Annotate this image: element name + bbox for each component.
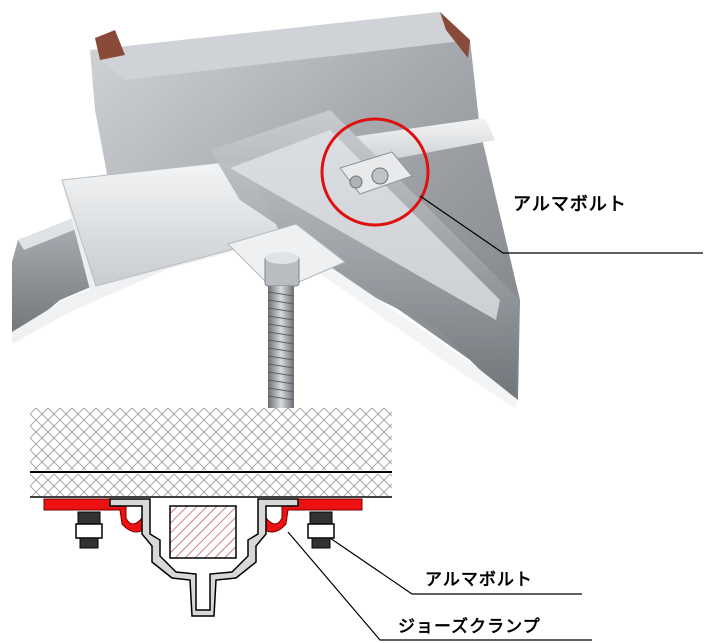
bolt-left	[75, 511, 103, 549]
main-beam-top-edge	[95, 30, 125, 60]
callout-label-clamp: ジョーズクランプ	[398, 617, 541, 637]
callout-leader-clamp	[287, 531, 592, 641]
main-beam-top-face	[90, 12, 470, 80]
highlight-circle	[320, 117, 430, 227]
cross-section-drawing	[30, 408, 392, 617]
callout-leader-bolt	[329, 537, 582, 595]
beam-photo	[12, 12, 520, 408]
callout-label-bolt-section: アルマボルト	[425, 570, 533, 590]
main-beam-right-edge	[440, 12, 470, 58]
callout-label-bolt-photo: アルマボルト	[513, 194, 627, 215]
slab-hatch	[30, 408, 392, 470]
bolt-head-photo	[371, 167, 389, 185]
rod-threads	[267, 291, 295, 401]
nut-top	[265, 252, 299, 264]
cross-channel-lower-lip	[295, 246, 518, 408]
hatched-insert	[169, 505, 237, 559]
deck-hatch	[30, 474, 392, 496]
channel-profile	[109, 498, 299, 617]
threaded-rod	[268, 286, 294, 408]
bolt-right	[307, 511, 335, 549]
bolt-head-photo-2	[349, 175, 363, 189]
callout-leader-top	[419, 195, 703, 254]
